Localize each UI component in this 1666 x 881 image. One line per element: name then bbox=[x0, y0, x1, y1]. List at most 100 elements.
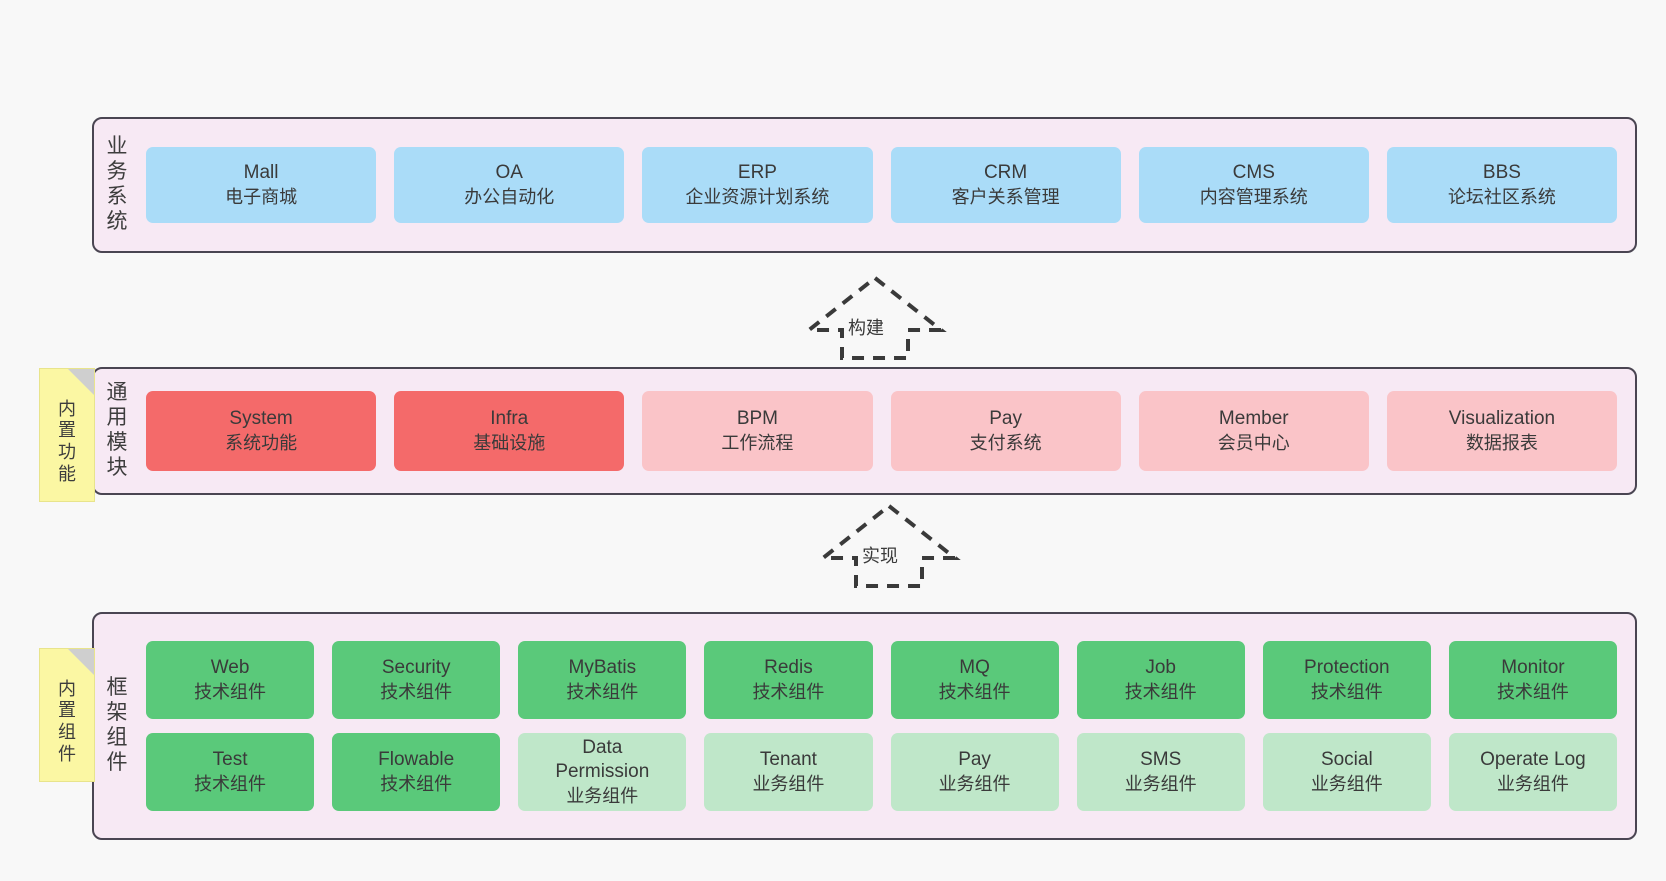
card-title: Monitor bbox=[1501, 657, 1565, 679]
card-subtitle: 内容管理系统 bbox=[1199, 186, 1308, 207]
card-subtitle: 论坛社区系统 bbox=[1447, 186, 1556, 207]
card-subtitle: 技术组件 bbox=[938, 681, 1011, 702]
card-title: Social bbox=[1320, 749, 1373, 771]
card-subtitle: 技术组件 bbox=[380, 773, 453, 794]
card-title: Flowable bbox=[378, 749, 455, 771]
arrow-implement-label: 实现 bbox=[862, 546, 898, 566]
card-subtitle: 技术组件 bbox=[1310, 681, 1383, 702]
card-subtitle: 技术组件 bbox=[1124, 681, 1197, 702]
card-subtitle: 基础设施 bbox=[473, 432, 546, 453]
card-subtitle: 办公自动化 bbox=[464, 186, 555, 207]
arrow-implement: 实现 bbox=[814, 500, 964, 590]
arrow-build: 构建 bbox=[800, 272, 950, 362]
card-subtitle: 技术组件 bbox=[1496, 681, 1569, 702]
card-title: CRM bbox=[983, 162, 1028, 184]
card-title: MQ bbox=[959, 657, 990, 679]
card-subtitle: 业务组件 bbox=[566, 785, 639, 806]
section-label-business-systems: 业 务 系 统 bbox=[106, 135, 128, 233]
card-title: Pay bbox=[989, 408, 1022, 430]
card-title: SMS bbox=[1140, 749, 1182, 771]
card-title: Tenant bbox=[759, 749, 817, 771]
card-subtitle: 电子商城 bbox=[225, 186, 298, 207]
sticky-note-builtin-features: 内 置 功 能 bbox=[39, 368, 95, 502]
card-subtitle: 业务组件 bbox=[1310, 773, 1383, 794]
card-title: Redis bbox=[764, 657, 813, 679]
card-title: BPM bbox=[736, 408, 779, 430]
card-title: Member bbox=[1218, 408, 1289, 430]
card-title: CMS bbox=[1232, 162, 1275, 184]
card-subtitle: 系统功能 bbox=[225, 432, 298, 453]
card-subtitle: 业务组件 bbox=[1496, 773, 1569, 794]
sticky-note-builtin-components: 内 置 组 件 bbox=[39, 648, 95, 782]
card-subtitle: 数据报表 bbox=[1465, 432, 1538, 453]
card-title: Test bbox=[212, 749, 248, 771]
card-subtitle: 技术组件 bbox=[380, 681, 453, 702]
section-label-framework-components: 框 架 组 件 bbox=[106, 676, 128, 774]
card-title: Job bbox=[1145, 657, 1176, 679]
card-title: BBS bbox=[1482, 162, 1521, 184]
card-subtitle: 技术组件 bbox=[752, 681, 825, 702]
card-title: MyBatis bbox=[568, 657, 637, 679]
card-subtitle: 企业资源计划系统 bbox=[685, 186, 830, 207]
card-title: Data Permission bbox=[555, 737, 650, 783]
card-subtitle: 技术组件 bbox=[566, 681, 639, 702]
arrow-build-label: 构建 bbox=[848, 318, 884, 338]
card-title: Visualization bbox=[1448, 408, 1556, 430]
card-subtitle: 客户关系管理 bbox=[951, 186, 1060, 207]
card-title: Security bbox=[381, 657, 451, 679]
card-title: Mall bbox=[243, 162, 279, 184]
card-title: Infra bbox=[490, 408, 529, 430]
card-subtitle: 技术组件 bbox=[194, 773, 267, 794]
card-title: ERP bbox=[737, 162, 777, 184]
card-title: Protection bbox=[1304, 657, 1390, 679]
card-subtitle: 业务组件 bbox=[938, 773, 1011, 794]
card-subtitle: 业务组件 bbox=[1124, 773, 1197, 794]
card-subtitle: 会员中心 bbox=[1217, 432, 1290, 453]
card-subtitle: 工作流程 bbox=[721, 432, 794, 453]
card-title: Web bbox=[210, 657, 250, 679]
note-fold-corner-icon bbox=[68, 649, 94, 675]
section-label-common-modules: 通 用 模 块 bbox=[106, 381, 128, 479]
card-subtitle: 技术组件 bbox=[194, 681, 267, 702]
note-fold-corner-icon bbox=[68, 369, 94, 395]
card-subtitle: 支付系统 bbox=[969, 432, 1042, 453]
